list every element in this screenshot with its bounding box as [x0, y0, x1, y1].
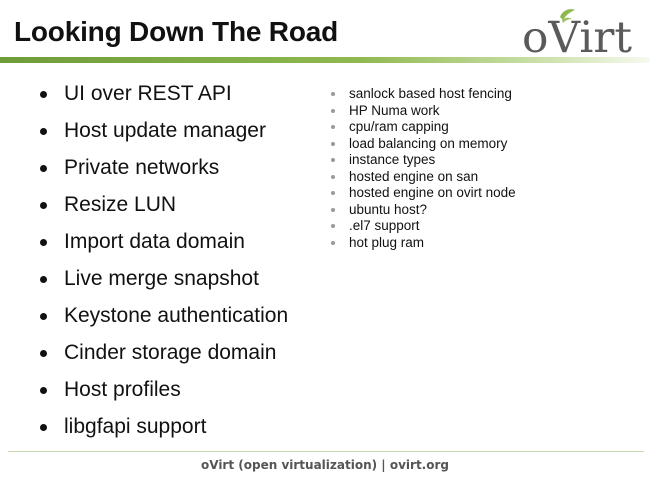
list-item: cpu/ram capping [330, 119, 516, 136]
list-item-label: .el7 support [349, 218, 420, 233]
bullet-icon [331, 191, 335, 195]
list-item: instance types [330, 152, 516, 169]
bullet-icon [331, 158, 335, 162]
list-item-label: Host update manager [64, 119, 266, 142]
list-item: hosted engine on san [330, 169, 516, 186]
list-item: load balancing on memory [330, 136, 516, 153]
list-item-label: load balancing on memory [349, 135, 508, 151]
ovirt-logo: oVirt [522, 9, 632, 60]
bullet-icon [40, 313, 47, 320]
bullet-icon [40, 350, 47, 357]
bullet-icon [40, 128, 47, 135]
list-item: hot plug ram [330, 235, 516, 252]
bullet-icon [40, 239, 47, 246]
list-item: ubuntu host? [330, 202, 516, 219]
main-bullet-list: UI over REST API Host update manager Pri… [40, 78, 288, 448]
bullet-icon [331, 108, 335, 113]
bullet-icon [40, 91, 47, 98]
list-item: hosted engine on ovirt node [330, 185, 516, 202]
footer-text: oVirt (open virtualization) | ovirt.org [201, 458, 449, 472]
list-item-label: Resize LUN [64, 193, 177, 216]
list-item-label: ubuntu host? [349, 201, 428, 217]
bullet-icon [40, 424, 47, 431]
ovirt-logo-leaf-icon [560, 9, 575, 23]
list-item: Keystone authentication [40, 300, 288, 337]
list-item: HP Numa work [330, 103, 516, 120]
list-item-label: cpu/ram capping [349, 119, 449, 134]
list-item-label: Import data domain [64, 230, 245, 253]
header-accent-bar [0, 57, 650, 63]
list-item-label: Private networks [64, 156, 220, 179]
footer-divider [8, 451, 644, 452]
bullet-icon [40, 276, 47, 283]
list-item-label: Host profiles [64, 378, 181, 401]
list-item: Import data domain [40, 226, 288, 263]
bullet-icon [331, 207, 335, 212]
list-item-label: hot plug ram [349, 234, 425, 250]
list-item-label: hosted engine on ovirt node [349, 185, 516, 200]
secondary-bullet-list: sanlock based host fencing HP Numa work … [330, 86, 516, 251]
list-item-label: HP Numa work [349, 102, 440, 118]
list-item-label: sanlock based host fencing [349, 86, 512, 101]
list-item: Live merge snapshot [40, 263, 288, 300]
bullet-icon [331, 240, 335, 245]
bullet-icon [331, 224, 335, 228]
list-item: sanlock based host fencing [330, 86, 516, 103]
slide-title: Looking Down The Road [14, 16, 338, 47]
list-item-label: libgfapi support [64, 415, 207, 438]
list-item-label: instance types [349, 152, 436, 167]
list-item-label: hosted engine on san [349, 168, 479, 184]
list-item: Private networks [40, 152, 288, 189]
ovirt-logo-text: oVirt [522, 13, 632, 60]
bullet-icon [40, 165, 47, 172]
list-item-label: Cinder storage domain [64, 341, 277, 364]
bullet-icon [331, 141, 335, 146]
list-item: .el7 support [330, 218, 516, 235]
bullet-icon [331, 92, 335, 96]
bullet-icon [331, 174, 335, 179]
list-item: Cinder storage domain [40, 337, 288, 374]
list-item-label: Keystone authentication [64, 304, 289, 327]
list-item-label: UI over REST API [64, 82, 232, 105]
list-item-label: Live merge snapshot [64, 267, 259, 290]
list-item: Host profiles [40, 374, 288, 411]
list-item: Host update manager [40, 115, 288, 152]
list-item: libgfapi support [40, 411, 288, 448]
list-item: Resize LUN [40, 189, 288, 226]
bullet-icon [40, 202, 47, 209]
bullet-icon [331, 125, 335, 129]
bullet-icon [40, 387, 47, 394]
list-item: UI over REST API [40, 78, 288, 115]
